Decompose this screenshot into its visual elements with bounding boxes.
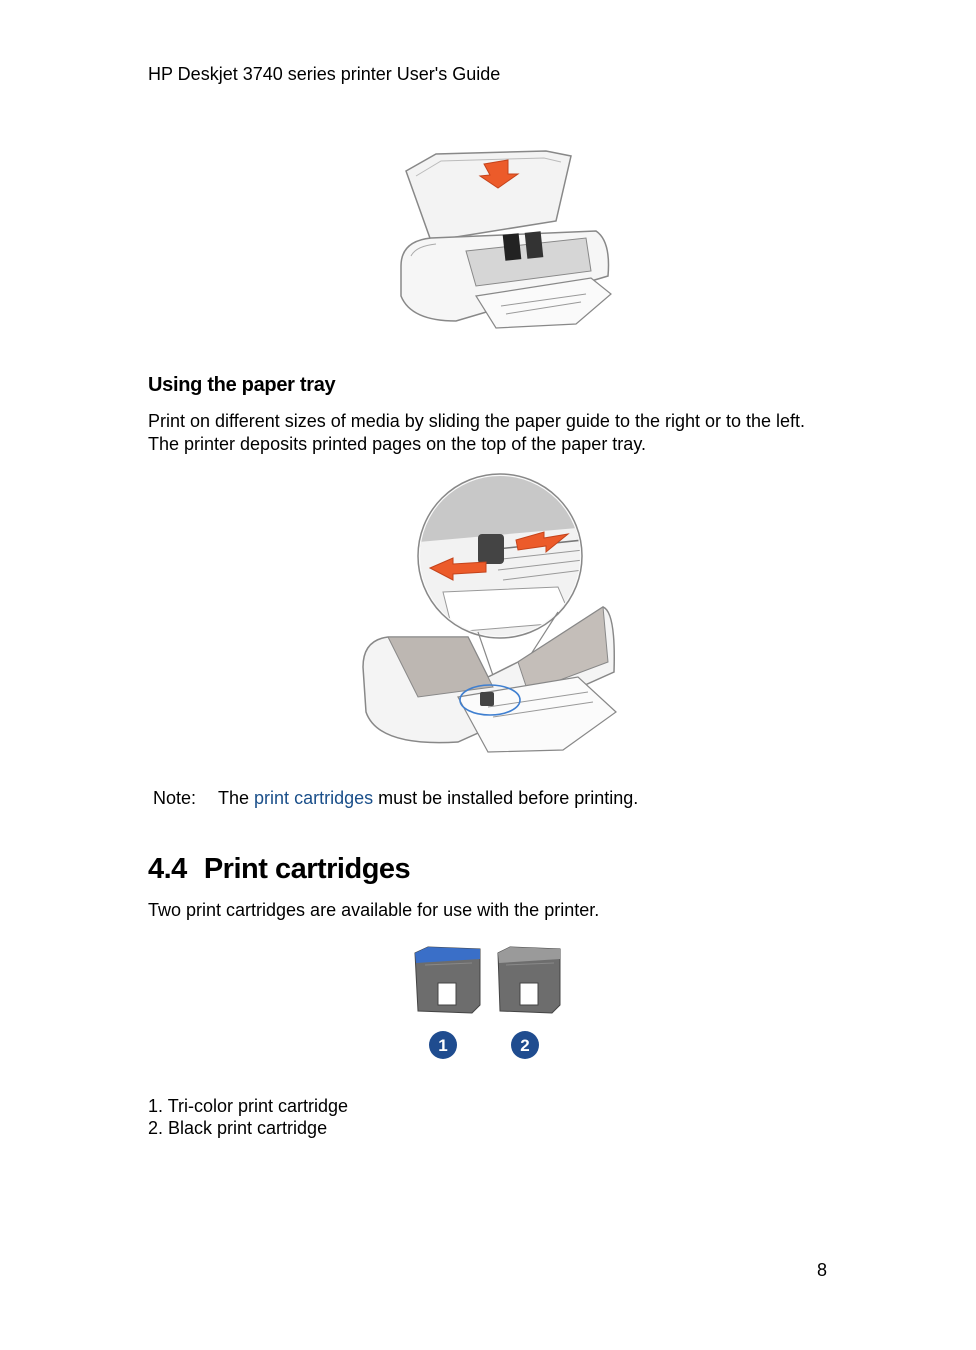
print-cartridges-illustration: 1 2 [414,946,561,1059]
section-intro: Two print cartridges are available for u… [148,900,600,920]
section-number: 4.4 [148,853,187,885]
document-header: HP Deskjet 3740 series printer User's Gu… [148,64,501,84]
list-item: 2. Black print cartridge [148,1118,328,1138]
section-heading-print-cartridges: 4.4 Print cartridges [148,853,411,886]
note-label: Note: [153,788,197,808]
paragraph-line: The printer deposits printed pages on th… [148,434,646,454]
list-item: 1. Tri-color print cartridge [148,1096,349,1116]
callout-1-label: 1 [438,1036,447,1055]
callout-2-label: 2 [520,1036,529,1055]
cartridge-shape [502,233,522,261]
page-number: 8 [817,1260,828,1280]
callout-1-badge [429,1031,457,1059]
cartridge-shape [524,231,544,259]
cartridge-list: 1. Tri-color print cartridge 2. Black pr… [148,1095,348,1139]
black-cartridge-shape [497,946,561,1014]
tri-color-cartridge-shape [414,946,481,1014]
callout-2-badge [511,1031,539,1059]
section-heading-paper-tray: Using the paper tray [148,374,336,396]
note-text-before: The [218,788,250,808]
paper-guide-illustration [362,473,617,753]
note-text-after: must be installed before printing. [378,788,639,808]
printer-cover-open-illustration [400,150,612,329]
section-title: Print cartridges [203,853,411,885]
paper-tray-paragraph: Print on different sizes of media by sli… [148,410,848,456]
paragraph-line: Print on different sizes of media by sli… [148,411,806,431]
note: Note: The print cartridges must be instal… [153,788,638,809]
print-cartridges-link[interactable]: print cartridges [254,788,374,808]
